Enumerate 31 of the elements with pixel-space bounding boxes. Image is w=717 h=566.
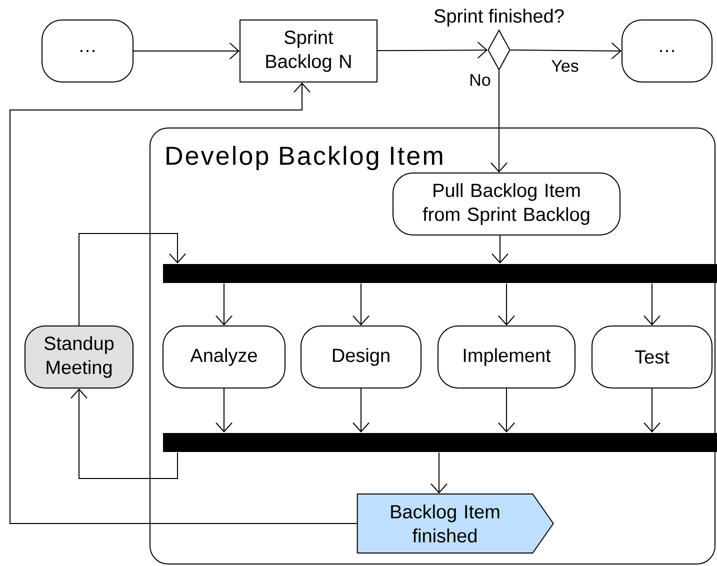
- process-box: Sprint Backlog N: [240, 20, 378, 82]
- arrow: [78, 233, 186, 326]
- terminal-box: …: [42, 20, 134, 82]
- arrow: [70, 388, 178, 479]
- arrow: [510, 42, 622, 60]
- fork-bar: [163, 264, 717, 283]
- arrow: [498, 283, 515, 326]
- action-box: Test: [592, 326, 712, 388]
- edge-label: No: [468, 73, 492, 87]
- terminal-box: …: [622, 20, 712, 82]
- arrow: [490, 70, 508, 172]
- arrow: [377, 42, 488, 59]
- arrow: [10, 82, 358, 524]
- arrow: [498, 388, 515, 432]
- arrow: [644, 283, 660, 326]
- node-label: Sprint finished?: [434, 8, 564, 26]
- edge-label: Yes: [550, 59, 580, 73]
- action-box: Implement: [438, 326, 576, 388]
- arrow: [492, 235, 508, 264]
- arrow: [644, 388, 660, 432]
- join-bar: [163, 433, 717, 452]
- arrow: [430, 452, 448, 494]
- arrow: [352, 388, 370, 432]
- arrow: [216, 388, 232, 432]
- action-box: Pull Backlog Item from Sprint Backlog: [392, 172, 620, 236]
- arrow: [216, 283, 232, 326]
- arrow: [352, 283, 370, 326]
- arrow: [133, 42, 240, 60]
- action-box: Standup Meeting: [24, 326, 134, 388]
- action-box: Analyze: [162, 326, 286, 388]
- action-box: Design: [300, 326, 422, 388]
